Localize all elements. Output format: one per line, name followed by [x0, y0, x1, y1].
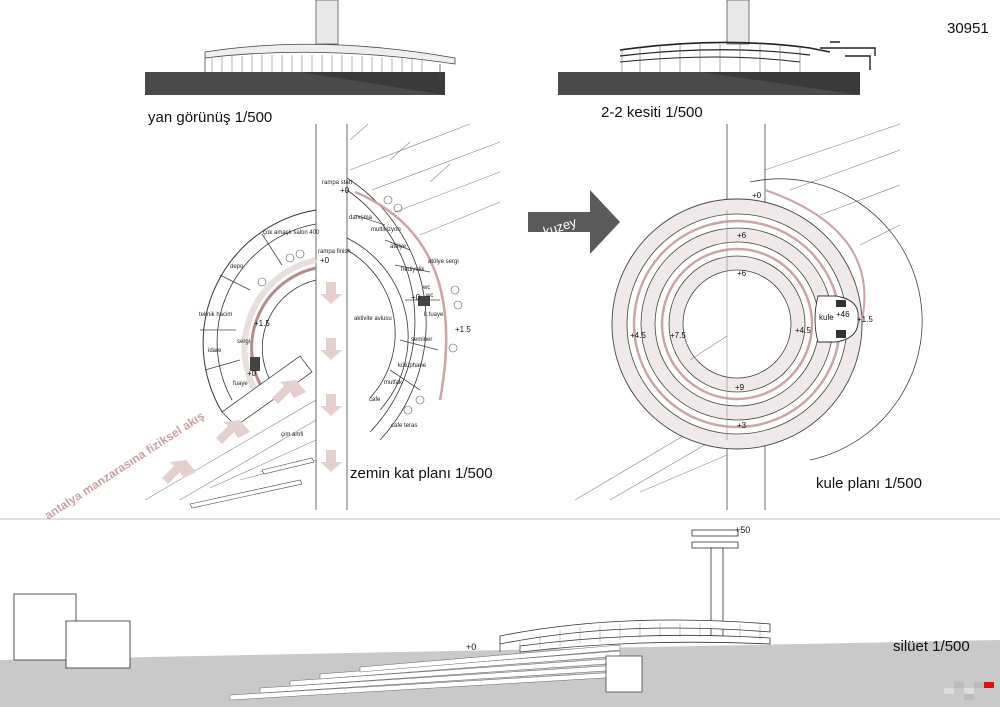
silhouette-level-top: +50	[735, 525, 750, 535]
tower-plan	[574, 123, 923, 510]
label-k-fuaye: k.fuaye	[424, 312, 444, 318]
silhouette-title: silüet 1/500	[893, 638, 970, 655]
side-view-drawing	[145, 0, 456, 95]
label-cim-amfi: çim amfi	[281, 432, 303, 438]
tower-level-8: +3	[737, 421, 747, 430]
level-ground-3: +1.5	[254, 319, 270, 328]
tower-level-2: +6	[737, 231, 747, 240]
label-idare: idare	[208, 348, 222, 354]
tower-level-6: +4.5	[795, 326, 811, 335]
label-depo: depo	[230, 264, 244, 270]
tower-level-10: +1.5	[857, 315, 873, 324]
tower-level-4: +4.5	[630, 331, 646, 340]
label-rampa-start: rampa start	[322, 180, 353, 186]
label-danisma: danışma	[349, 215, 373, 221]
level-ground-4: +0	[247, 369, 257, 378]
label-atolye: atölye	[390, 244, 407, 250]
label-sergi: sergi	[237, 339, 250, 345]
side-view-title: yan görünüş 1/500	[148, 109, 272, 126]
label-wc-1: wc	[422, 285, 430, 291]
silhouette-level-base: +0	[466, 642, 476, 652]
ground-plan-title: zemin kat planı 1/500	[350, 465, 493, 482]
section-drawing	[558, 0, 876, 95]
label-cok-amacli: çok amaçlı salon 400	[263, 230, 320, 236]
label-atolye-sergi: atölye sergi	[428, 259, 459, 265]
label-mutfak: mutfak	[384, 380, 403, 386]
label-wc-2: wc	[425, 293, 433, 299]
tower-level-3: +6	[737, 269, 747, 278]
label-cafe: cafe	[369, 397, 381, 403]
tower-room-label: kule	[819, 313, 834, 322]
north-arrow	[528, 190, 620, 254]
silhouette-drawing	[0, 518, 1000, 707]
tower-level-9: +46	[836, 310, 850, 319]
level-ground-1: +0	[340, 186, 350, 195]
tower-level-7: +9	[735, 383, 745, 392]
ground-floor-plan	[144, 123, 501, 510]
level-ground-6: +1.5	[455, 325, 471, 334]
section-title: 2-2 kesiti 1/500	[601, 104, 703, 121]
label-seminer: seminer	[411, 337, 432, 343]
label-rampa-finish: rampa finish	[318, 249, 351, 255]
label-multivizyon: multivizyon	[371, 227, 401, 233]
tower-level-1: +0	[752, 191, 762, 200]
level-ground-2: +0	[320, 256, 330, 265]
label-fuaye: fuaye	[233, 381, 248, 387]
sheet-number: 30951	[947, 20, 989, 37]
label-teknik: teknik hacim	[199, 312, 232, 318]
tower-level-5: +7.5	[670, 331, 686, 340]
label-hediyelik: hediyelik	[401, 267, 425, 273]
level-ground-5: +0	[411, 293, 421, 302]
label-aktivite: aktivite avlusu	[354, 316, 392, 322]
tower-plan-title: kule planı 1/500	[816, 475, 922, 492]
label-kutuphane: kütüphane	[398, 363, 427, 369]
label-cafe-teras: cafe teras	[391, 423, 417, 429]
